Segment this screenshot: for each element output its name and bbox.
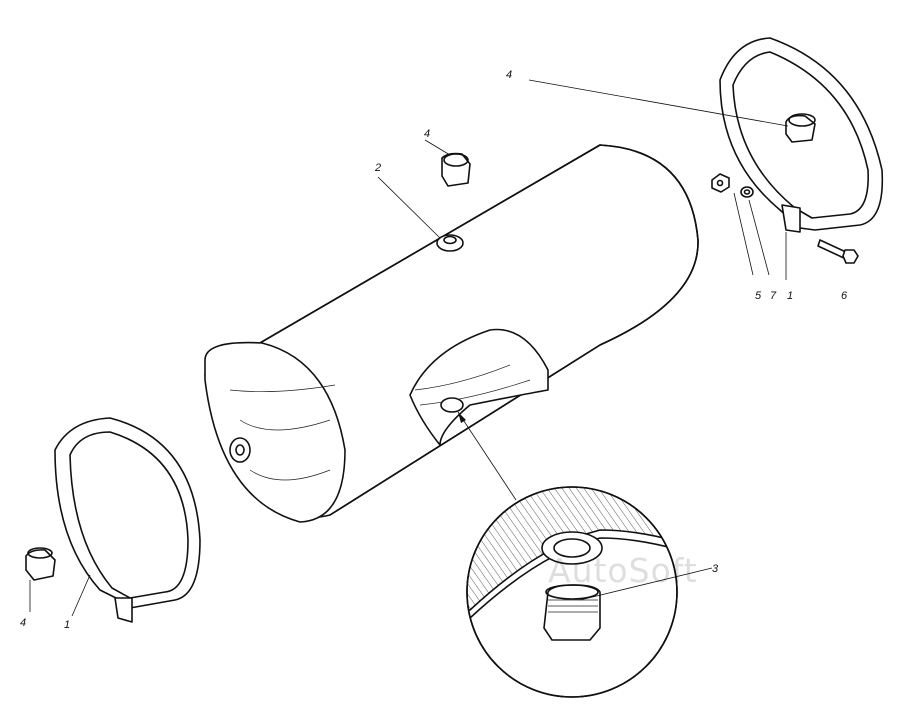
drain-plug-left xyxy=(25,547,56,581)
air-tank xyxy=(204,144,699,523)
callout-plug-detail: 3 xyxy=(712,563,719,575)
nut xyxy=(711,173,730,193)
tank-fitting-bottom xyxy=(440,397,464,413)
tank-fitting-top xyxy=(436,234,464,252)
bolt xyxy=(817,239,859,264)
callout-nut: 5 xyxy=(755,290,762,302)
callout-tank: 2 xyxy=(375,162,382,174)
drain-plug-top xyxy=(441,152,471,187)
clamp-band-left xyxy=(54,417,201,623)
watermark: AutoSoft xyxy=(548,551,698,590)
callout-bolt: 6 xyxy=(841,290,848,302)
tank-end-cap xyxy=(204,341,346,523)
leader-lines xyxy=(29,79,789,617)
callout-washer: 7 xyxy=(770,290,777,302)
callout-plug-right: 4 xyxy=(506,69,513,81)
callout-clamp-right: 1 xyxy=(787,290,794,302)
tank-fitting-end xyxy=(229,437,251,463)
tank-cutaway xyxy=(409,328,549,446)
callout-plug-top: 4 xyxy=(424,128,431,140)
drain-plug-right xyxy=(785,113,816,143)
callout-clamp-left: 1 xyxy=(64,619,71,631)
clamp-lug-right xyxy=(781,204,801,233)
clamp-lug-left xyxy=(114,597,133,623)
callout-plug-left: 4 xyxy=(20,617,27,629)
washer xyxy=(740,186,754,198)
